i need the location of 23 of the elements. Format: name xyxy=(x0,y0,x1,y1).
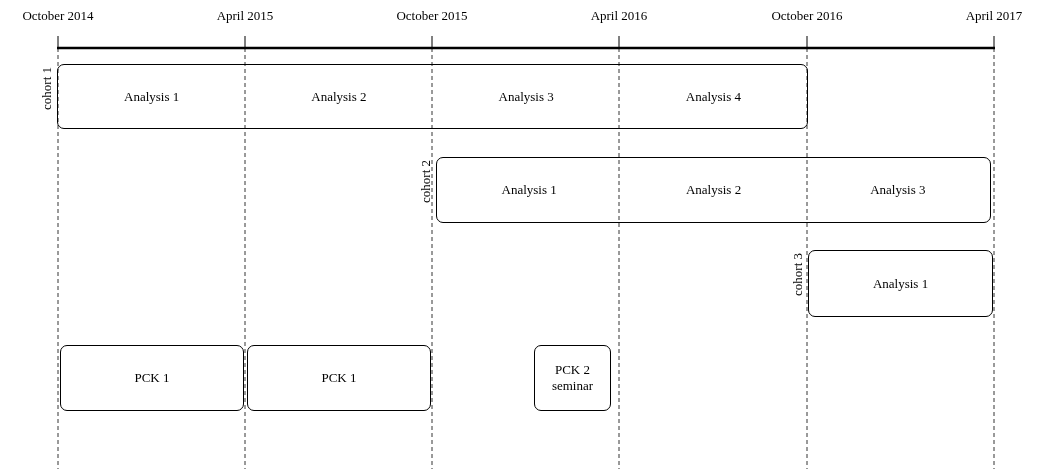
date-label: October 2015 xyxy=(396,8,468,24)
phase-label: Analysis 2 xyxy=(685,182,742,198)
task-box xyxy=(247,345,431,411)
phase-label: Analysis 1 xyxy=(124,88,180,105)
cohort-label: cohort 3 xyxy=(790,253,806,296)
task-box xyxy=(60,345,244,411)
date-label: April 2016 xyxy=(590,8,648,24)
date-label: October 2016 xyxy=(771,8,843,24)
date-label: April 2015 xyxy=(216,8,274,24)
phase-label: Analysis 1 xyxy=(872,275,929,292)
phase-label: Analysis 4 xyxy=(685,88,741,105)
date-label: April 2017 xyxy=(965,8,1023,24)
phase-label: Analysis 2 xyxy=(311,88,367,105)
phase-label: Analysis 3 xyxy=(870,182,926,198)
phase-label: Analysis 3 xyxy=(498,88,554,105)
task-label: PCK 1 xyxy=(133,370,171,386)
cohort-label: cohort 2 xyxy=(418,160,434,203)
task-label: PCK 1 xyxy=(320,370,358,386)
date-label: October 2014 xyxy=(22,8,94,24)
phase-label: Analysis 1 xyxy=(501,182,557,198)
task-label: PCK 2 seminar xyxy=(550,362,595,394)
cohort-label: cohort 1 xyxy=(39,67,55,110)
task-box xyxy=(534,345,611,411)
